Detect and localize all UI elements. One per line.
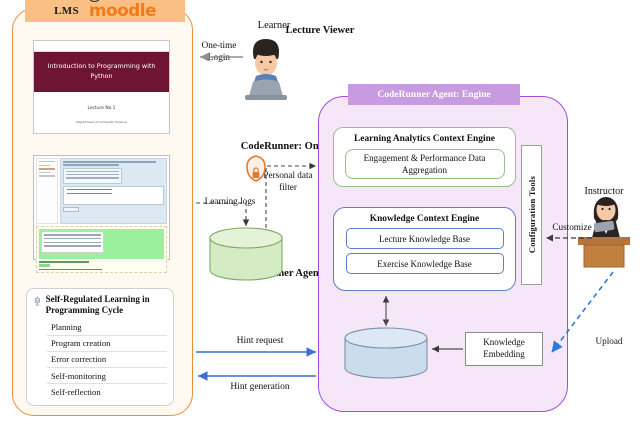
- sidebar-line: [39, 164, 51, 166]
- result-summary-line: [39, 261, 89, 263]
- learner-label: Learner: [257, 20, 291, 31]
- question-text-line: [63, 164, 119, 166]
- customize-label: Customize: [552, 222, 592, 232]
- one-time-login-label: One-time Login: [201, 40, 237, 62]
- sidebar-line: [39, 161, 55, 163]
- graduation-cap-icon: [89, 0, 99, 3]
- learning-analytics-context-engine: Learning Analytics Context Engine Engage…: [333, 127, 516, 187]
- knowledge-database-label: Knowledge Database: [347, 345, 425, 355]
- moodle-logo-text: moodle: [88, 1, 157, 21]
- coderunner-screenshot-thumbnail[interactable]: [33, 155, 170, 273]
- exercise-knowledge-base[interactable]: Exercise Knowledge Base: [345, 253, 504, 274]
- sidebar-line: [39, 171, 51, 174]
- engine-header: CodeRunner Agent: Engine: [348, 84, 520, 105]
- learner-avatar: [245, 39, 287, 100]
- learning-analytics-title: Learning Analytics Context Engine: [354, 134, 495, 144]
- srl-item-self-reflection[interactable]: Self-reflection: [47, 383, 167, 399]
- srl-card: Self-Regulated Learning in Programming C…: [26, 288, 174, 406]
- configuration-tools-label: Configuration Tools: [526, 176, 537, 254]
- engine-header-label: CodeRunner Agent: Engine: [377, 89, 491, 100]
- instructor-label: Instructor: [584, 186, 624, 197]
- learning-record-store: Learning Record Store: [210, 228, 282, 284]
- table-row: [66, 170, 119, 172]
- lecture-knowledge-base[interactable]: Lecture Knowledge Base: [345, 228, 504, 249]
- upload-label: Upload: [595, 336, 623, 346]
- slide-subtitle: Lecture No.1: [87, 106, 116, 111]
- srl-item-planning[interactable]: Planning: [51, 322, 82, 333]
- learning-record-store-label: Learning Record Store: [215, 244, 277, 266]
- result-row: [44, 234, 101, 236]
- srl-item-program-creation[interactable]: Program creation: [47, 334, 167, 351]
- result-mark-badge: [39, 264, 51, 268]
- slide-footer: Department of Computer Science: [76, 120, 127, 124]
- coderunner-result-area: [36, 226, 167, 273]
- coderunner-sidebar: [36, 158, 58, 224]
- instructor-avatar: [578, 197, 630, 268]
- srl-title: Self-Regulated Learning in Programming C…: [45, 294, 150, 316]
- question-text-line: [63, 161, 156, 163]
- code-line: [67, 189, 112, 191]
- srl-item-list: Planning Program creation Error correcti…: [47, 320, 167, 400]
- lms-badge-label: LMS: [54, 5, 79, 17]
- knowledge-database: Knowledge Database: [345, 330, 427, 384]
- sidebar-line: [39, 175, 55, 177]
- result-table: [41, 231, 104, 253]
- result-feedback-line: [39, 268, 102, 270]
- srl-item-self-monitoring[interactable]: Self-monitoring: [47, 367, 167, 383]
- lms-header: LMS moodle: [25, 0, 185, 22]
- section-title-lecture-viewer: Lecture Viewer: [285, 25, 355, 36]
- robot-icon: [34, 296, 40, 306]
- srl-header: Self-Regulated Learning in Programming C…: [33, 294, 167, 317]
- result-correct-banner: [39, 229, 164, 259]
- table-row: [66, 177, 119, 179]
- knowledge-context-title: Knowledge Context Engine: [369, 214, 480, 224]
- question-table: [63, 167, 122, 184]
- learning-logs-arrow: [196, 202, 250, 226]
- result-row: [44, 241, 101, 244]
- sidebar-line: [39, 168, 55, 170]
- configuration-tools-bar[interactable]: Configuration Tools: [521, 145, 542, 285]
- moodle-logo: moodle: [88, 0, 157, 21]
- coderunner-top-area: [36, 158, 167, 224]
- result-row: [44, 245, 101, 247]
- coderunner-question-panel: [60, 158, 167, 224]
- knowledge-context-engine: Knowledge Context Engine Lecture Knowled…: [333, 207, 516, 291]
- srl-item-error-correction[interactable]: Error correction: [47, 350, 167, 367]
- result-row: [44, 237, 101, 240]
- hint-request-label: Hint request: [236, 336, 284, 346]
- slide-title: Introduction to Programming with Python: [34, 52, 169, 92]
- code-line: [67, 192, 112, 195]
- learner-group: Learner: [238, 20, 310, 31]
- personal-data-filter-label: Personal data filter: [263, 170, 313, 192]
- knowledge-embedding-box: Knowledge Embedding: [465, 332, 543, 366]
- table-row: [66, 173, 119, 176]
- code-editor[interactable]: [63, 185, 164, 205]
- lecture-viewer-thumbnail[interactable]: Introduction to Programming with Python …: [33, 40, 170, 134]
- check-button[interactable]: [63, 206, 79, 212]
- slide-toolbar: [34, 41, 169, 52]
- learning-logs-label: Learning logs: [204, 196, 256, 206]
- hint-generation-label: Hint generation: [230, 382, 290, 392]
- engagement-performance-aggregation: Engagement & Performance Data Aggregatio…: [344, 149, 505, 179]
